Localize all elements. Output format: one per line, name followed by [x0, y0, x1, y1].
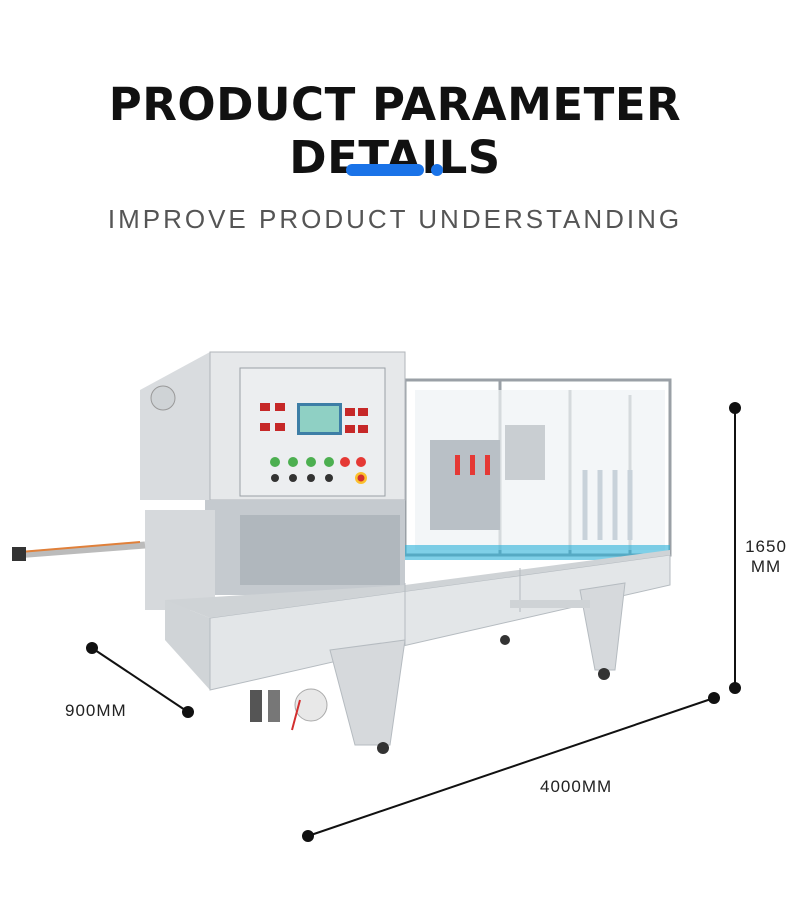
- page-subtitle: IMPROVE PRODUCT UNDERSTANDING: [107, 204, 683, 234]
- length-dimension-line: [307, 697, 715, 837]
- page-title: PRODUCT PARAMETER DETAILS: [108, 78, 682, 184]
- height-unit: MM: [750, 557, 782, 576]
- width-dimension-line: [91, 647, 189, 713]
- accent-dot: [431, 164, 443, 176]
- length-label: 4000MM: [540, 777, 613, 796]
- height-label: 1650 MM: [738, 537, 790, 577]
- height-value: 1650: [745, 537, 787, 556]
- accent-bar: [346, 164, 424, 176]
- width-label: 900MM: [65, 701, 127, 720]
